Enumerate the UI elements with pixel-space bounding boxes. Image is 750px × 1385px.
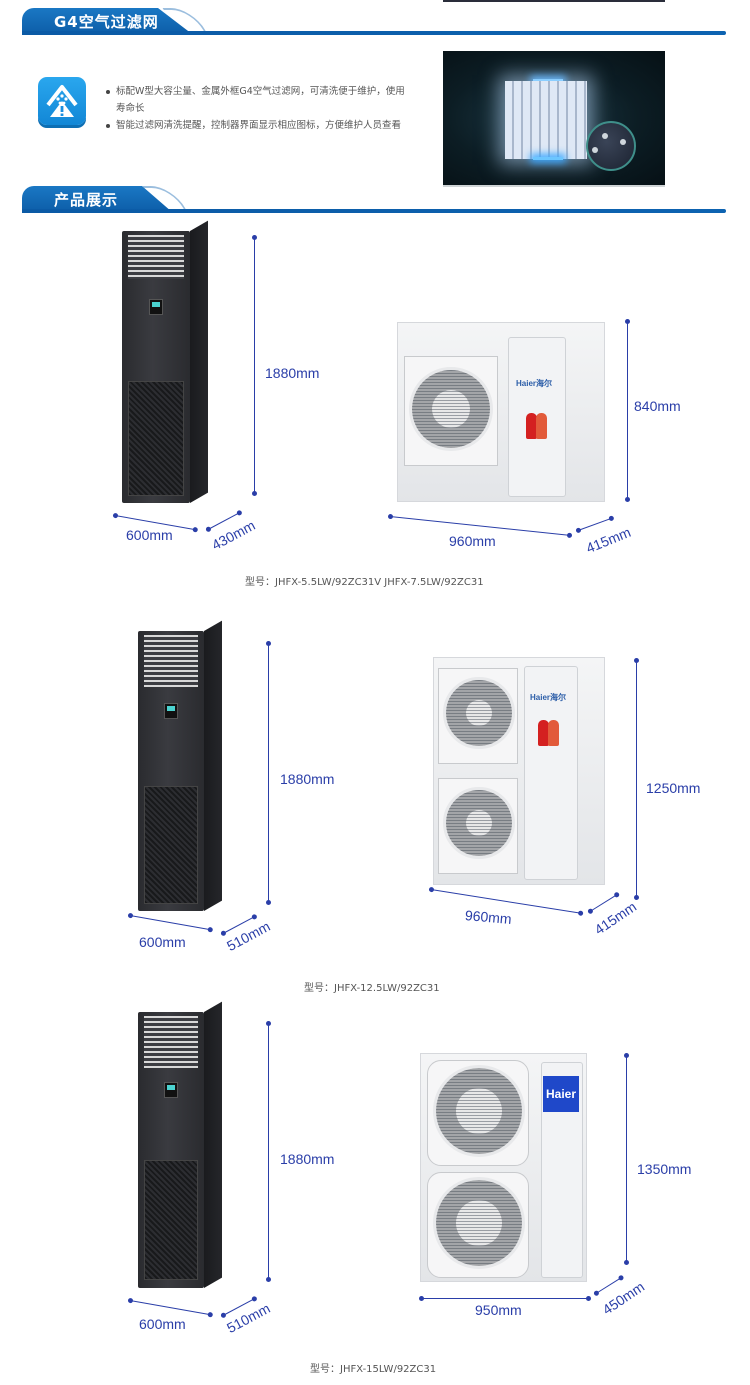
indoor-height-label: 1880mm [280, 1151, 335, 1167]
fan-icon [433, 1065, 525, 1157]
height-dimension-line [624, 1053, 629, 1265]
control-screen [164, 703, 178, 719]
outdoor-depth-label: 450mm [599, 1278, 648, 1318]
section-header-products: 产品展示 [0, 186, 750, 213]
width-dimension-line [129, 1300, 211, 1316]
outdoor-height-label: 1350mm [637, 1161, 692, 1177]
section-title: G4空气过滤网 [54, 13, 159, 31]
fan-guard [427, 1172, 529, 1278]
brand-logo: Haier海尔 [516, 379, 553, 388]
width-dimension-line [129, 915, 211, 931]
header-line [22, 31, 726, 35]
depth-dimension-line [577, 517, 612, 531]
outdoor-height-label: 840mm [634, 398, 681, 414]
indoor-unit [122, 220, 208, 503]
indoor-depth-label: 510mm [223, 917, 273, 955]
mascot-logo [526, 413, 548, 441]
indoor-unit [138, 1001, 222, 1288]
fan-icon [409, 367, 493, 451]
top-image-edge [443, 0, 665, 2]
fan-icon [443, 787, 515, 859]
brand-logo: Haier海尔 [530, 693, 567, 702]
control-screen [164, 1082, 178, 1098]
header-line [22, 209, 726, 213]
indoor-width-label: 600mm [139, 1316, 186, 1332]
indoor-height-label: 1880mm [280, 771, 335, 787]
model-label: 型号：JHFX-12.5LW/92ZC31 [304, 983, 440, 994]
feature-item: 智能过滤网清洗提醒，控制器界面显示相应图标，方便维护人员查看 [104, 117, 414, 134]
indoor-width-label: 600mm [139, 934, 186, 950]
outdoor-unit: Haier海尔 [397, 322, 605, 502]
air-intake-mesh [144, 1160, 198, 1280]
filter-warning-icon [38, 77, 86, 125]
air-intake-mesh [128, 381, 184, 496]
indoor-depth-label: 510mm [223, 1299, 273, 1337]
outdoor-width-label: 950mm [475, 1302, 522, 1318]
outdoor-depth-label: 415mm [583, 523, 633, 557]
height-dimension-line [625, 319, 630, 502]
air-outlet-grille [128, 235, 184, 279]
outdoor-unit: Haier海尔 [433, 657, 605, 885]
outdoor-width-label: 960mm [464, 906, 513, 928]
indoor-depth-label: 430mm [208, 516, 258, 554]
height-dimension-line [634, 658, 639, 900]
glow-bottom [533, 157, 563, 160]
width-dimension-line [419, 1296, 591, 1301]
indoor-width-label: 600mm [126, 527, 173, 543]
fan-guard [438, 778, 518, 874]
service-panel [524, 666, 578, 880]
indoor-unit [138, 620, 222, 911]
outdoor-unit: Haier [420, 1053, 587, 1282]
filter-zoom-lens [586, 121, 636, 171]
height-dimension-line [266, 641, 271, 905]
filter-pleats [505, 81, 587, 159]
height-dimension-line [252, 235, 257, 496]
glow-top [533, 79, 563, 82]
filter-feature-list: 标配W型大容尘量、金属外框G4空气过滤网，可清洗便于维护，使用寿命长 智能过滤网… [104, 83, 414, 134]
model-label: 型号：JHFX-15LW/92ZC31 [310, 1364, 437, 1375]
air-intake-mesh [144, 786, 198, 904]
feature-item: 标配W型大容尘量、金属外框G4空气过滤网，可清洗便于维护，使用寿命长 [104, 83, 414, 117]
indoor-height-label: 1880mm [265, 365, 320, 381]
air-outlet-grille [144, 635, 198, 687]
fan-guard [427, 1060, 529, 1166]
model-label: 型号：JHFX-5.5LW/92ZC31V JHFX-7.5LW/92ZC31 [245, 577, 484, 588]
brand-logo: Haier [543, 1076, 579, 1112]
outdoor-height-label: 1250mm [646, 780, 701, 796]
section-title: 产品展示 [54, 191, 119, 209]
fan-guard [438, 668, 518, 764]
fan-icon [443, 677, 515, 749]
mascot-logo [538, 720, 560, 748]
section-header-filter: G4空气过滤网 [0, 8, 750, 35]
height-dimension-line [266, 1021, 271, 1282]
control-screen [149, 299, 163, 315]
fan-guard [404, 356, 498, 466]
air-outlet-grille [144, 1016, 198, 1068]
fan-icon [433, 1177, 525, 1269]
filter-photo [443, 51, 665, 187]
outdoor-width-label: 960mm [449, 533, 496, 549]
